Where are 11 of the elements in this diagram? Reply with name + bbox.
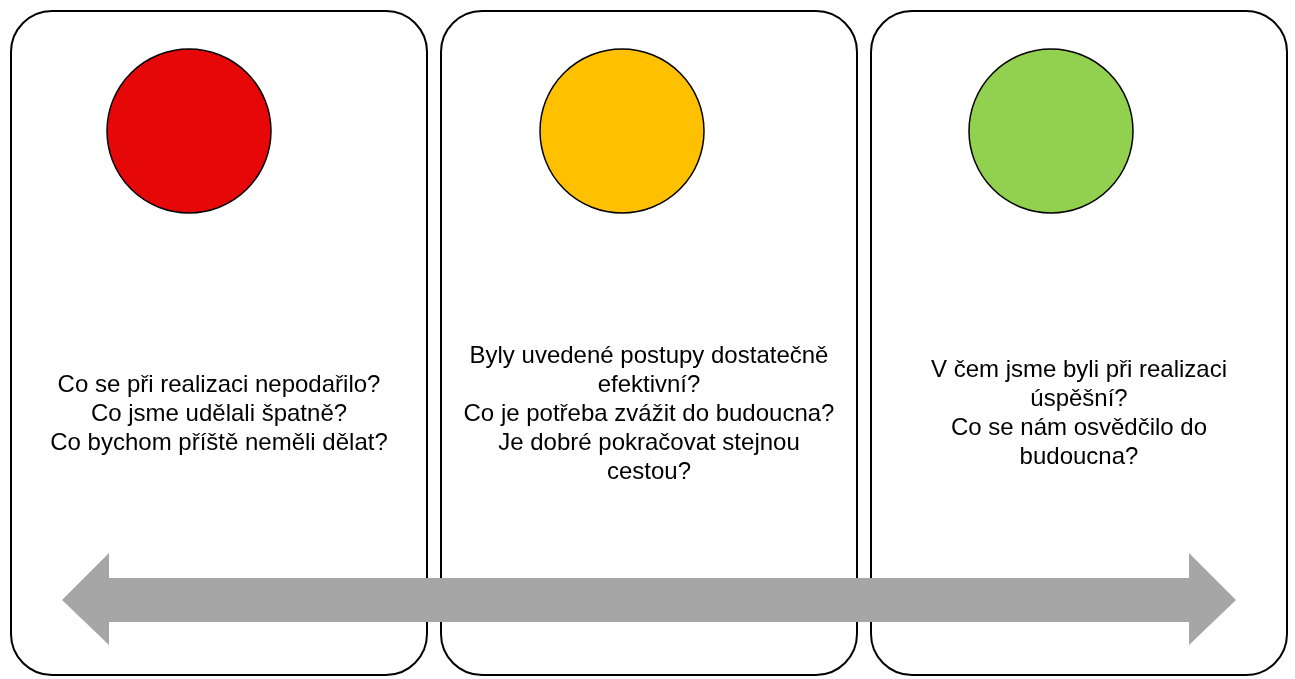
question-text: Co se nám osvědčilo do budoucna? <box>949 412 1209 470</box>
question-text: Co je potřeba zvážit do budoucna? <box>463 397 835 427</box>
question-panel <box>10 10 428 676</box>
question-panel <box>870 10 1288 676</box>
question-text: Co se při realizaci nepodařilo? <box>57 368 381 398</box>
question-text: Co bychom příště neměli dělat? <box>50 426 388 456</box>
question-text: Byly uvedené postupy dostatečně efektivní? <box>468 339 830 398</box>
question-panel <box>440 10 858 676</box>
question-text: Co jsme udělali špatně? <box>90 397 348 427</box>
question-text: V čem jsme byli při realizaci úspěšní? <box>929 354 1229 412</box>
question-text: Je dobré pokračovat stejnou cestou? <box>497 426 801 485</box>
